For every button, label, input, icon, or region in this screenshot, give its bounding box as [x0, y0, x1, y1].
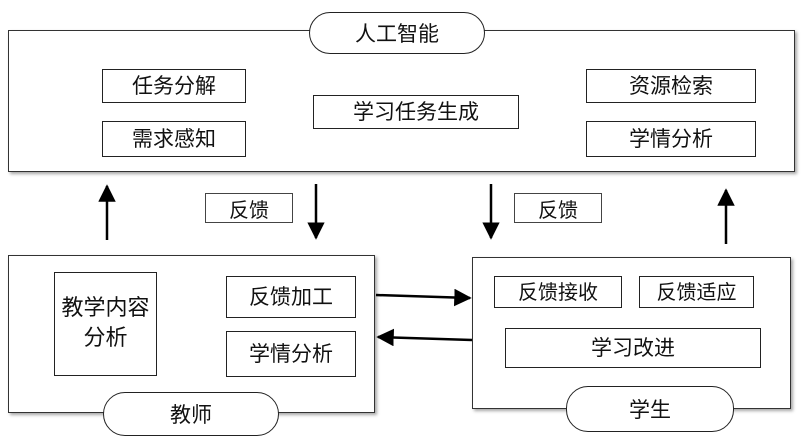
resource-retrieval-box: 资源检索 [586, 69, 756, 103]
feedback-adapt-box: 反馈适应 [639, 276, 754, 308]
demand-perception-box: 需求感知 [102, 121, 246, 157]
feedback-label-left: 反馈 [205, 193, 293, 223]
feedback-processing-box: 反馈加工 [226, 276, 356, 318]
teacher-learning-analysis-box: 学情分析 [226, 331, 356, 377]
learning-improvement-box: 学习改进 [505, 328, 761, 368]
teaching-content-line2: 分析 [83, 326, 128, 351]
task-decomposition-box: 任务分解 [102, 69, 246, 103]
learning-task-generation-box: 学习任务生成 [313, 95, 519, 129]
student-to-teacher-arrow [376, 328, 473, 347]
teaching-content-analysis-box: 教学内容 分析 [54, 272, 157, 376]
teacher-to-student-arrow [375, 288, 472, 307]
ai-learning-analysis-box: 学情分析 [586, 121, 756, 157]
feedback-label-right: 反馈 [514, 193, 602, 223]
teaching-content-line1: 教学内容 [61, 296, 150, 322]
student-title: 学生 [566, 386, 734, 432]
teacher-title: 教师 [103, 392, 279, 436]
feedback-receive-box: 反馈接收 [494, 276, 622, 308]
ai-title: 人工智能 [309, 12, 485, 54]
